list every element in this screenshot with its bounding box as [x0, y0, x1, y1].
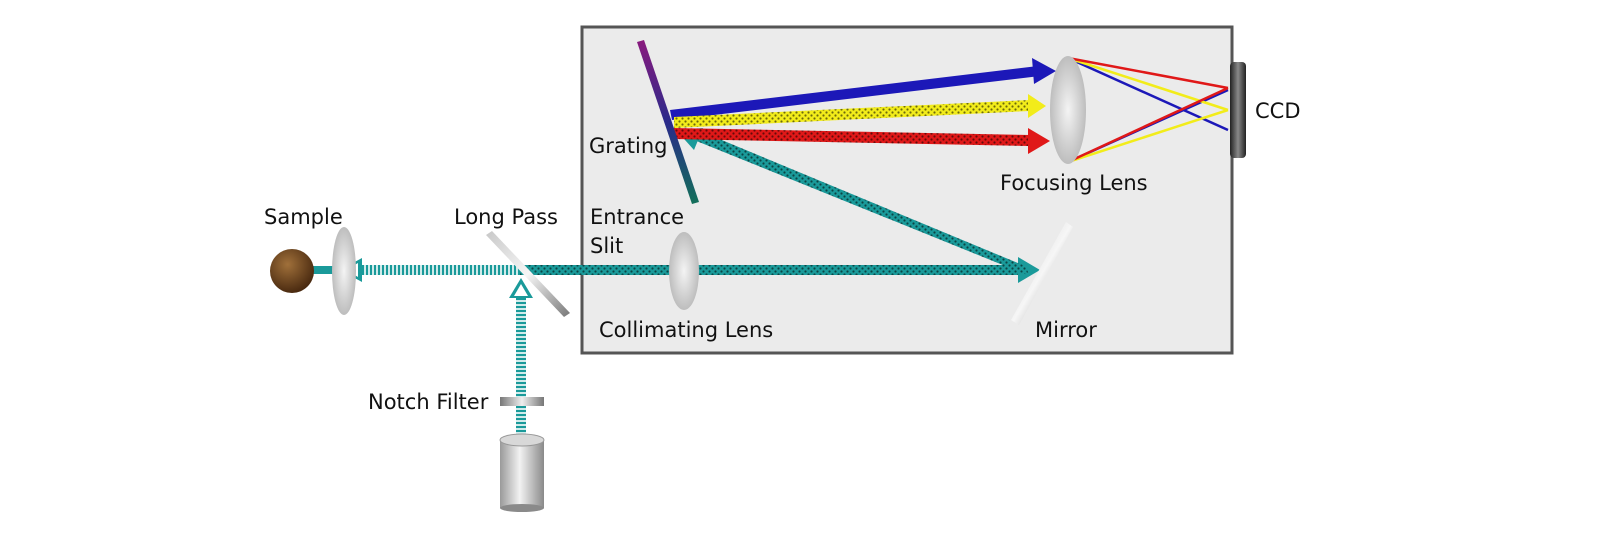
label-focusing-lens: Focusing Lens: [1000, 171, 1148, 195]
label-entrance: Entrance: [590, 205, 684, 229]
laser-beam-vertical: [509, 278, 533, 438]
label-notch-filter: Notch Filter: [368, 390, 489, 414]
label-grating: Grating: [589, 134, 667, 158]
ccd-detector: [1230, 62, 1246, 158]
mirror: [1011, 222, 1073, 325]
dispersed-beams: [670, 58, 1056, 154]
notch-filter: [500, 397, 544, 406]
beam-to-mirror: [520, 257, 1040, 283]
label-mirror: Mirror: [1035, 318, 1097, 342]
label-sample: Sample: [264, 205, 343, 229]
long-pass-filter: [486, 231, 570, 317]
label-slit: Slit: [590, 234, 623, 258]
focusing-lens: [1050, 56, 1086, 164]
label-collimating-lens: Collimating Lens: [599, 318, 773, 342]
label-long-pass: Long Pass: [454, 205, 558, 229]
collimating-lens: [669, 232, 699, 310]
grating: [637, 40, 699, 204]
label-ccd: CCD: [1255, 99, 1301, 123]
sample-lens: [332, 227, 356, 315]
laser-source: [499, 433, 545, 512]
sample: [270, 249, 314, 293]
focused-rays: [1067, 56, 1229, 164]
